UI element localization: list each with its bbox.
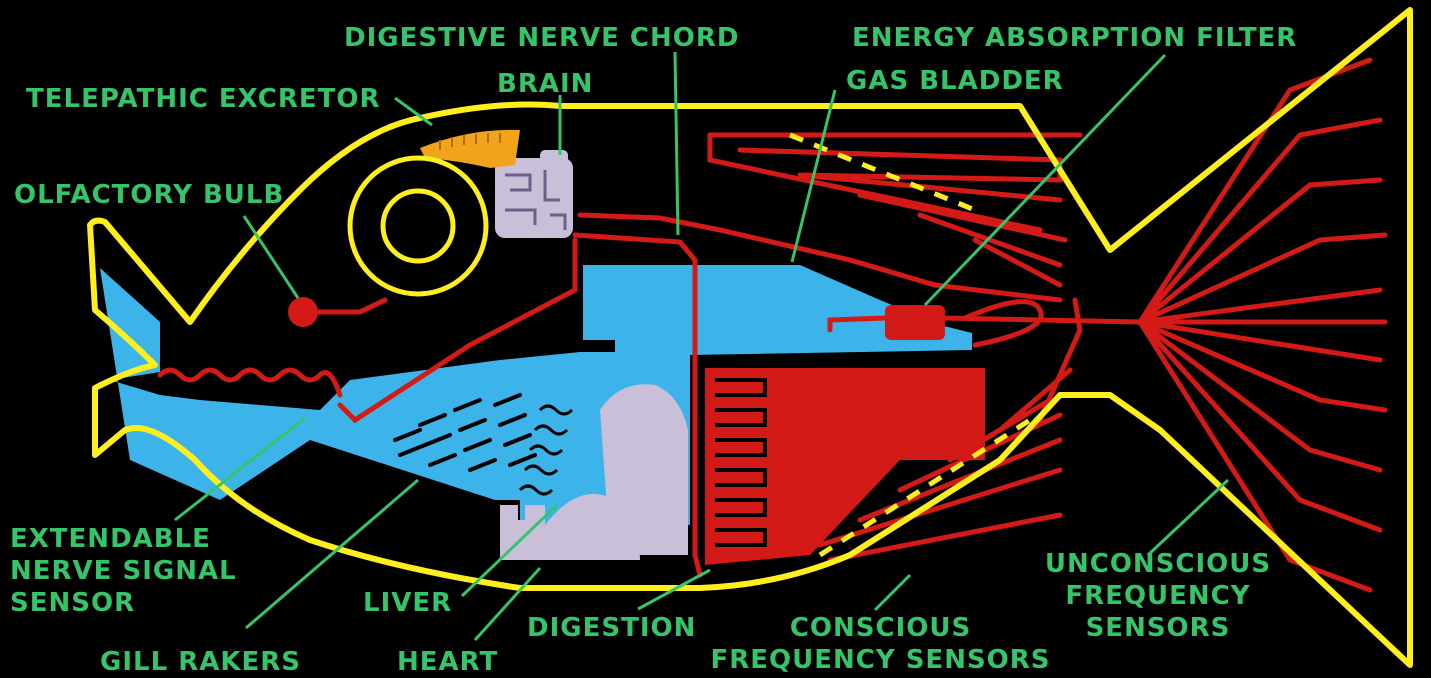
label-line: FREQUENCY xyxy=(1042,580,1274,612)
label-energy-absorption-filter: ENERGY ABSORPTION FILTER xyxy=(852,22,1297,54)
label-liver: LIVER xyxy=(363,587,452,619)
label-telepathic-excretor: TELEPATHIC EXCRETOR xyxy=(26,83,381,115)
label-line: UNCONSCIOUS xyxy=(1042,548,1274,580)
olfactory-bulb-organ xyxy=(288,297,318,327)
label-line: SENSOR xyxy=(10,587,237,619)
eye-outer-ring xyxy=(350,158,486,294)
label-digestion: DIGESTION xyxy=(527,612,696,644)
label-olfactory-bulb: OLFACTORY BULB xyxy=(14,179,284,211)
label-gas-bladder: GAS BLADDER xyxy=(846,65,1064,97)
label-line: FREQUENCY SENSORS xyxy=(708,644,1053,676)
label-brain: BRAIN xyxy=(497,68,593,100)
label-line: NERVE SIGNAL xyxy=(10,555,237,587)
eye-inner-ring xyxy=(383,191,453,261)
label-line: CONSCIOUS xyxy=(708,612,1053,644)
label-digestive-nerve-chord: DIGESTIVE NERVE CHORD xyxy=(344,22,739,54)
label-line: SENSORS xyxy=(1042,612,1274,644)
label-unconscious-frequency-sensors: UNCONSCIOUS FREQUENCY SENSORS xyxy=(1042,548,1274,644)
energy-absorption-filter-organ xyxy=(885,305,945,340)
label-gill-rakers: GILL RAKERS xyxy=(100,646,301,678)
label-line: EXTENDABLE xyxy=(10,523,237,555)
label-conscious-frequency-sensors: CONSCIOUS FREQUENCY SENSORS xyxy=(708,612,1053,676)
label-extendable-nerve-signal-sensor: EXTENDABLE NERVE SIGNAL SENSOR xyxy=(10,523,237,619)
label-heart: HEART xyxy=(397,646,498,678)
